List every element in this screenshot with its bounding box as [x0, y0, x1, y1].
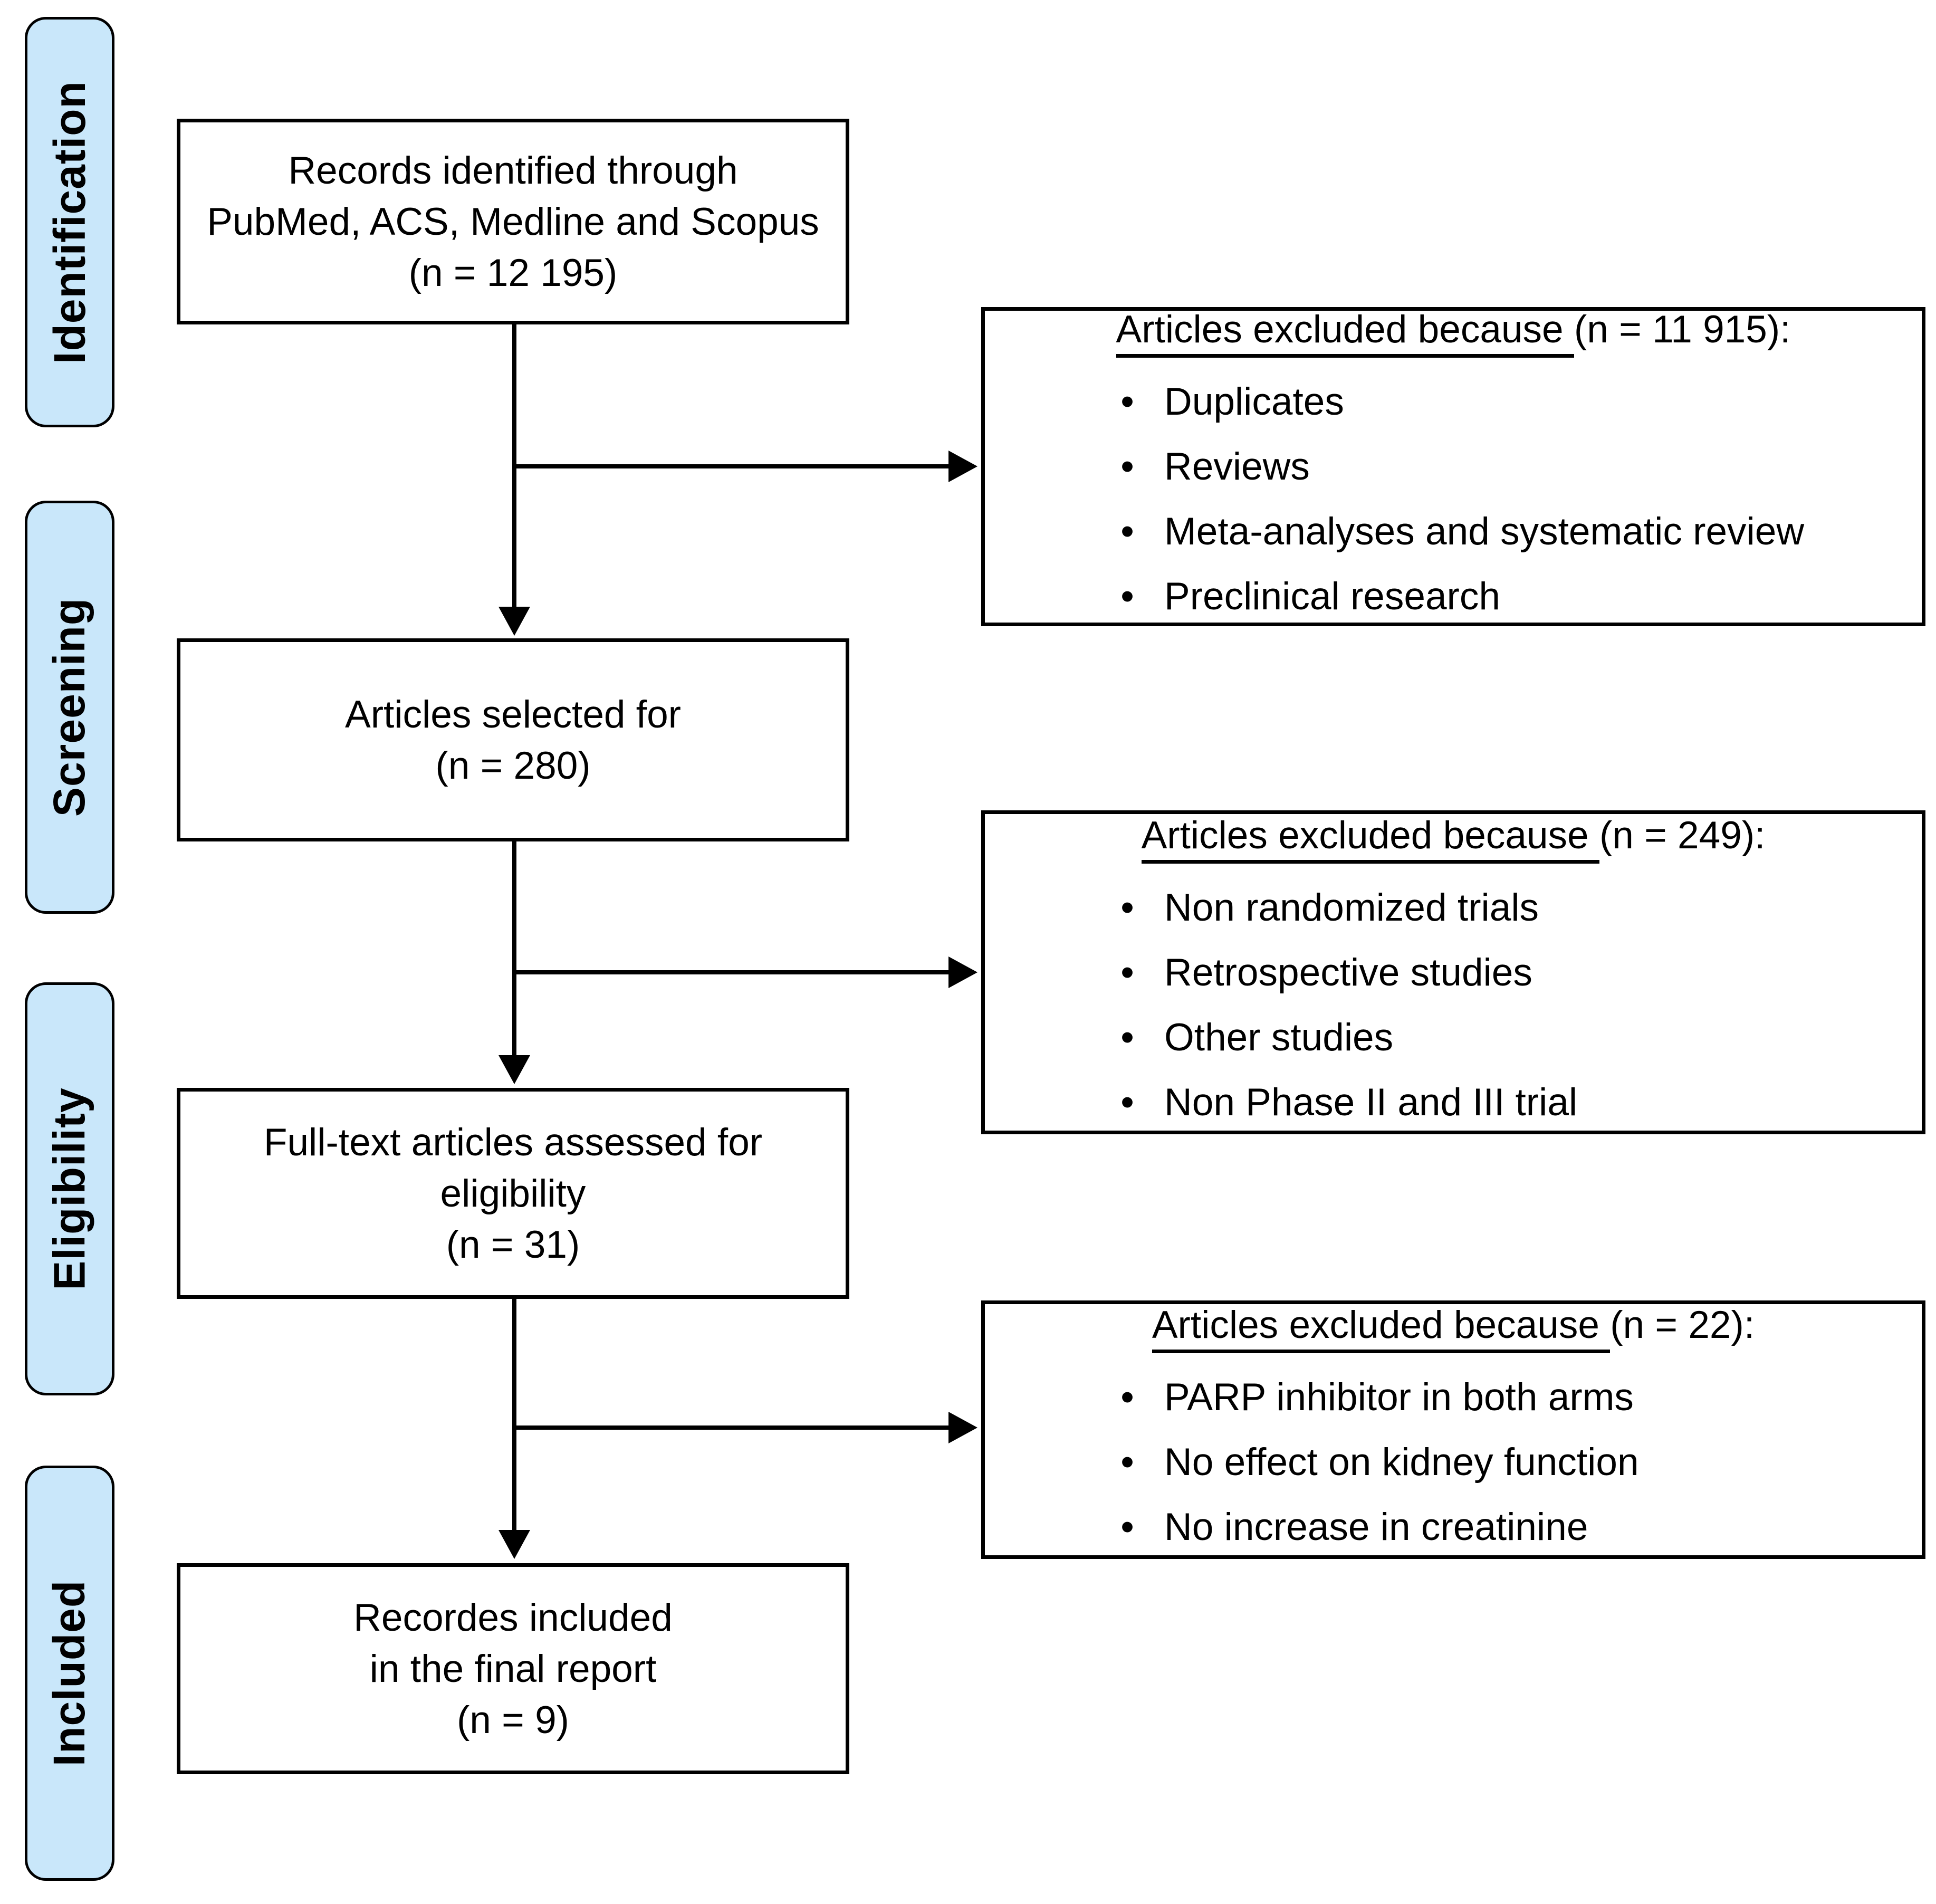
- connector-line-down-3: [512, 1299, 516, 1530]
- bullet-text: No effect on kidney function: [1164, 1441, 1639, 1484]
- connector-line-right-2: [514, 970, 948, 974]
- stage-label-screening: Screening: [44, 597, 94, 817]
- exclusion-heading-underlined: Articles excluded because: [1141, 814, 1599, 864]
- stage-box-screening: Screening: [25, 501, 114, 914]
- connector-line-down-2: [512, 841, 516, 1055]
- arrowhead-right-2: [948, 956, 977, 988]
- bullet-icon: •: [1120, 1016, 1134, 1059]
- bullet-text: Non randomized trials: [1164, 886, 1539, 929]
- bullet-text: Meta-analyses and systematic review: [1164, 510, 1805, 553]
- flow-box-records-identified: Records identified through PubMed, ACS, …: [177, 119, 849, 324]
- bullet-text: Other studies: [1164, 1016, 1394, 1059]
- bullet-item: • Other studies: [1006, 1012, 1901, 1063]
- bullet-item: • Reviews: [1006, 442, 1901, 492]
- stage-box-included: Included: [25, 1466, 114, 1881]
- exclusion-heading-count: (n = 22):: [1610, 1304, 1755, 1346]
- flow-box-text-line: Recordes included: [353, 1596, 673, 1639]
- arrowhead-down-1: [499, 607, 530, 636]
- bullet-icon: •: [1120, 951, 1134, 994]
- exclusion-heading: Articles excluded because (n = 11 915):: [1006, 304, 1901, 358]
- bullet-icon: •: [1120, 510, 1134, 553]
- connector-line-right-1: [514, 464, 948, 468]
- stage-label-identification: Identification: [44, 80, 94, 364]
- bullet-item: • Non Phase II and III trial: [1006, 1077, 1901, 1127]
- flow-box-count: (n = 280): [435, 744, 591, 787]
- arrowhead-down-2: [499, 1055, 530, 1084]
- bullet-icon: •: [1120, 1506, 1134, 1548]
- arrowhead-right-1: [948, 451, 977, 482]
- arrowhead-right-3: [948, 1412, 977, 1443]
- stage-label-eligibility: Eligibility: [44, 1087, 94, 1290]
- exclusion-heading-underlined: Articles excluded because: [1152, 1304, 1611, 1353]
- exclusion-heading: Articles excluded because (n = 249):: [1006, 810, 1901, 864]
- bullet-text: Reviews: [1164, 445, 1310, 488]
- bullet-text: Retrospective studies: [1164, 951, 1532, 994]
- flow-box-count: (n = 31): [446, 1223, 580, 1266]
- bullet-item: • Duplicates: [1006, 377, 1901, 427]
- exclusion-heading-underlined: Articles excluded because: [1116, 308, 1574, 358]
- bullet-icon: •: [1120, 445, 1134, 488]
- stage-box-eligibility: Eligibility: [25, 982, 114, 1395]
- stage-label-included: Included: [44, 1580, 94, 1767]
- flow-box-text-line: Articles selected for: [345, 693, 681, 736]
- bullet-item: • No effect on kidney function: [1006, 1437, 1901, 1487]
- flow-box-text-line: in the final report: [369, 1647, 657, 1690]
- bullet-item: • Preclinical research: [1006, 571, 1901, 621]
- exclusion-heading: Articles excluded because (n = 22):: [1006, 1300, 1901, 1353]
- bullet-item: • Non randomized trials: [1006, 883, 1901, 933]
- flow-box-text-line: eligibility: [440, 1172, 586, 1215]
- bullet-text: Non Phase II and III trial: [1164, 1080, 1578, 1124]
- arrowhead-down-3: [499, 1530, 530, 1559]
- bullet-text: Preclinical research: [1164, 575, 1500, 618]
- stage-box-identification: Identification: [25, 17, 114, 427]
- bullet-item: • Meta-analyses and systematic review: [1006, 506, 1901, 557]
- bullet-text: No increase in creatinine: [1164, 1506, 1588, 1548]
- exclusion-heading-count: (n = 11 915):: [1574, 308, 1791, 351]
- exclusion-box-eligibility: Articles excluded because (n = 22): • PA…: [981, 1300, 1925, 1559]
- bullet-icon: •: [1120, 1080, 1134, 1124]
- bullet-icon: •: [1120, 1376, 1134, 1419]
- exclusion-box-screening: Articles excluded because (n = 249): • N…: [981, 810, 1925, 1134]
- exclusion-box-identification: Articles excluded because (n = 11 915): …: [981, 307, 1925, 626]
- flow-box-articles-selected: Articles selected for (n = 280): [177, 638, 849, 841]
- flow-box-records-included: Recordes included in the final report (n…: [177, 1563, 849, 1774]
- flow-box-text-line: PubMed, ACS, Medline and Scopus: [207, 200, 819, 243]
- bullet-item: • Retrospective studies: [1006, 948, 1901, 998]
- bullet-icon: •: [1120, 1441, 1134, 1484]
- exclusion-heading-count: (n = 249):: [1599, 814, 1766, 857]
- connector-line-right-3: [514, 1425, 948, 1430]
- bullet-icon: •: [1120, 380, 1134, 423]
- flow-box-fulltext-assessed: Full-text articles assessed for eligibil…: [177, 1088, 849, 1299]
- bullet-icon: •: [1120, 886, 1134, 929]
- flow-box-count: (n = 12 195): [408, 251, 618, 294]
- bullet-text: PARP inhibitor in both arms: [1164, 1376, 1634, 1419]
- flow-box-count: (n = 9): [456, 1698, 569, 1742]
- bullet-icon: •: [1120, 575, 1134, 618]
- flow-box-text-line: Full-text articles assessed for: [263, 1121, 763, 1164]
- bullet-item: • No increase in creatinine: [1006, 1502, 1901, 1552]
- bullet-text: Duplicates: [1164, 380, 1344, 423]
- bullet-item: • PARP inhibitor in both arms: [1006, 1372, 1901, 1422]
- flow-box-text-line: Records identified through: [288, 149, 738, 192]
